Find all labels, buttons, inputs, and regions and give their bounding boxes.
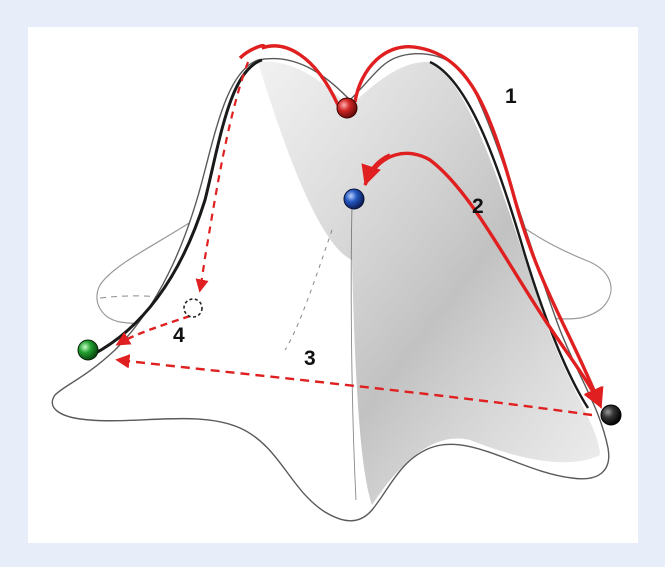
arrow-path-1 (238, 43, 340, 106)
blue-ball (343, 188, 365, 210)
step-label-2: 2 (472, 195, 484, 218)
step-label-3: 3 (304, 347, 316, 370)
landscape-left-crease (284, 229, 333, 351)
landscape-front-edge (91, 58, 263, 357)
arrow-path-2 (363, 151, 603, 409)
arrow-path-1-right (353, 45, 604, 409)
arrow-path-2-head-in (361, 153, 391, 186)
landscape-right-edge (429, 60, 590, 409)
landscape-ridge-shading (258, 61, 600, 505)
step-label-1: 1 (505, 85, 517, 108)
black-ball (600, 404, 622, 426)
arrow-path-3 (115, 354, 593, 417)
step-label-4: 4 (173, 324, 185, 347)
arrow-path-drop (195, 61, 250, 293)
green-ball (77, 339, 99, 361)
ghost-ball (183, 298, 203, 318)
landscape-central-crease (350, 204, 357, 501)
red-ball (336, 97, 358, 119)
